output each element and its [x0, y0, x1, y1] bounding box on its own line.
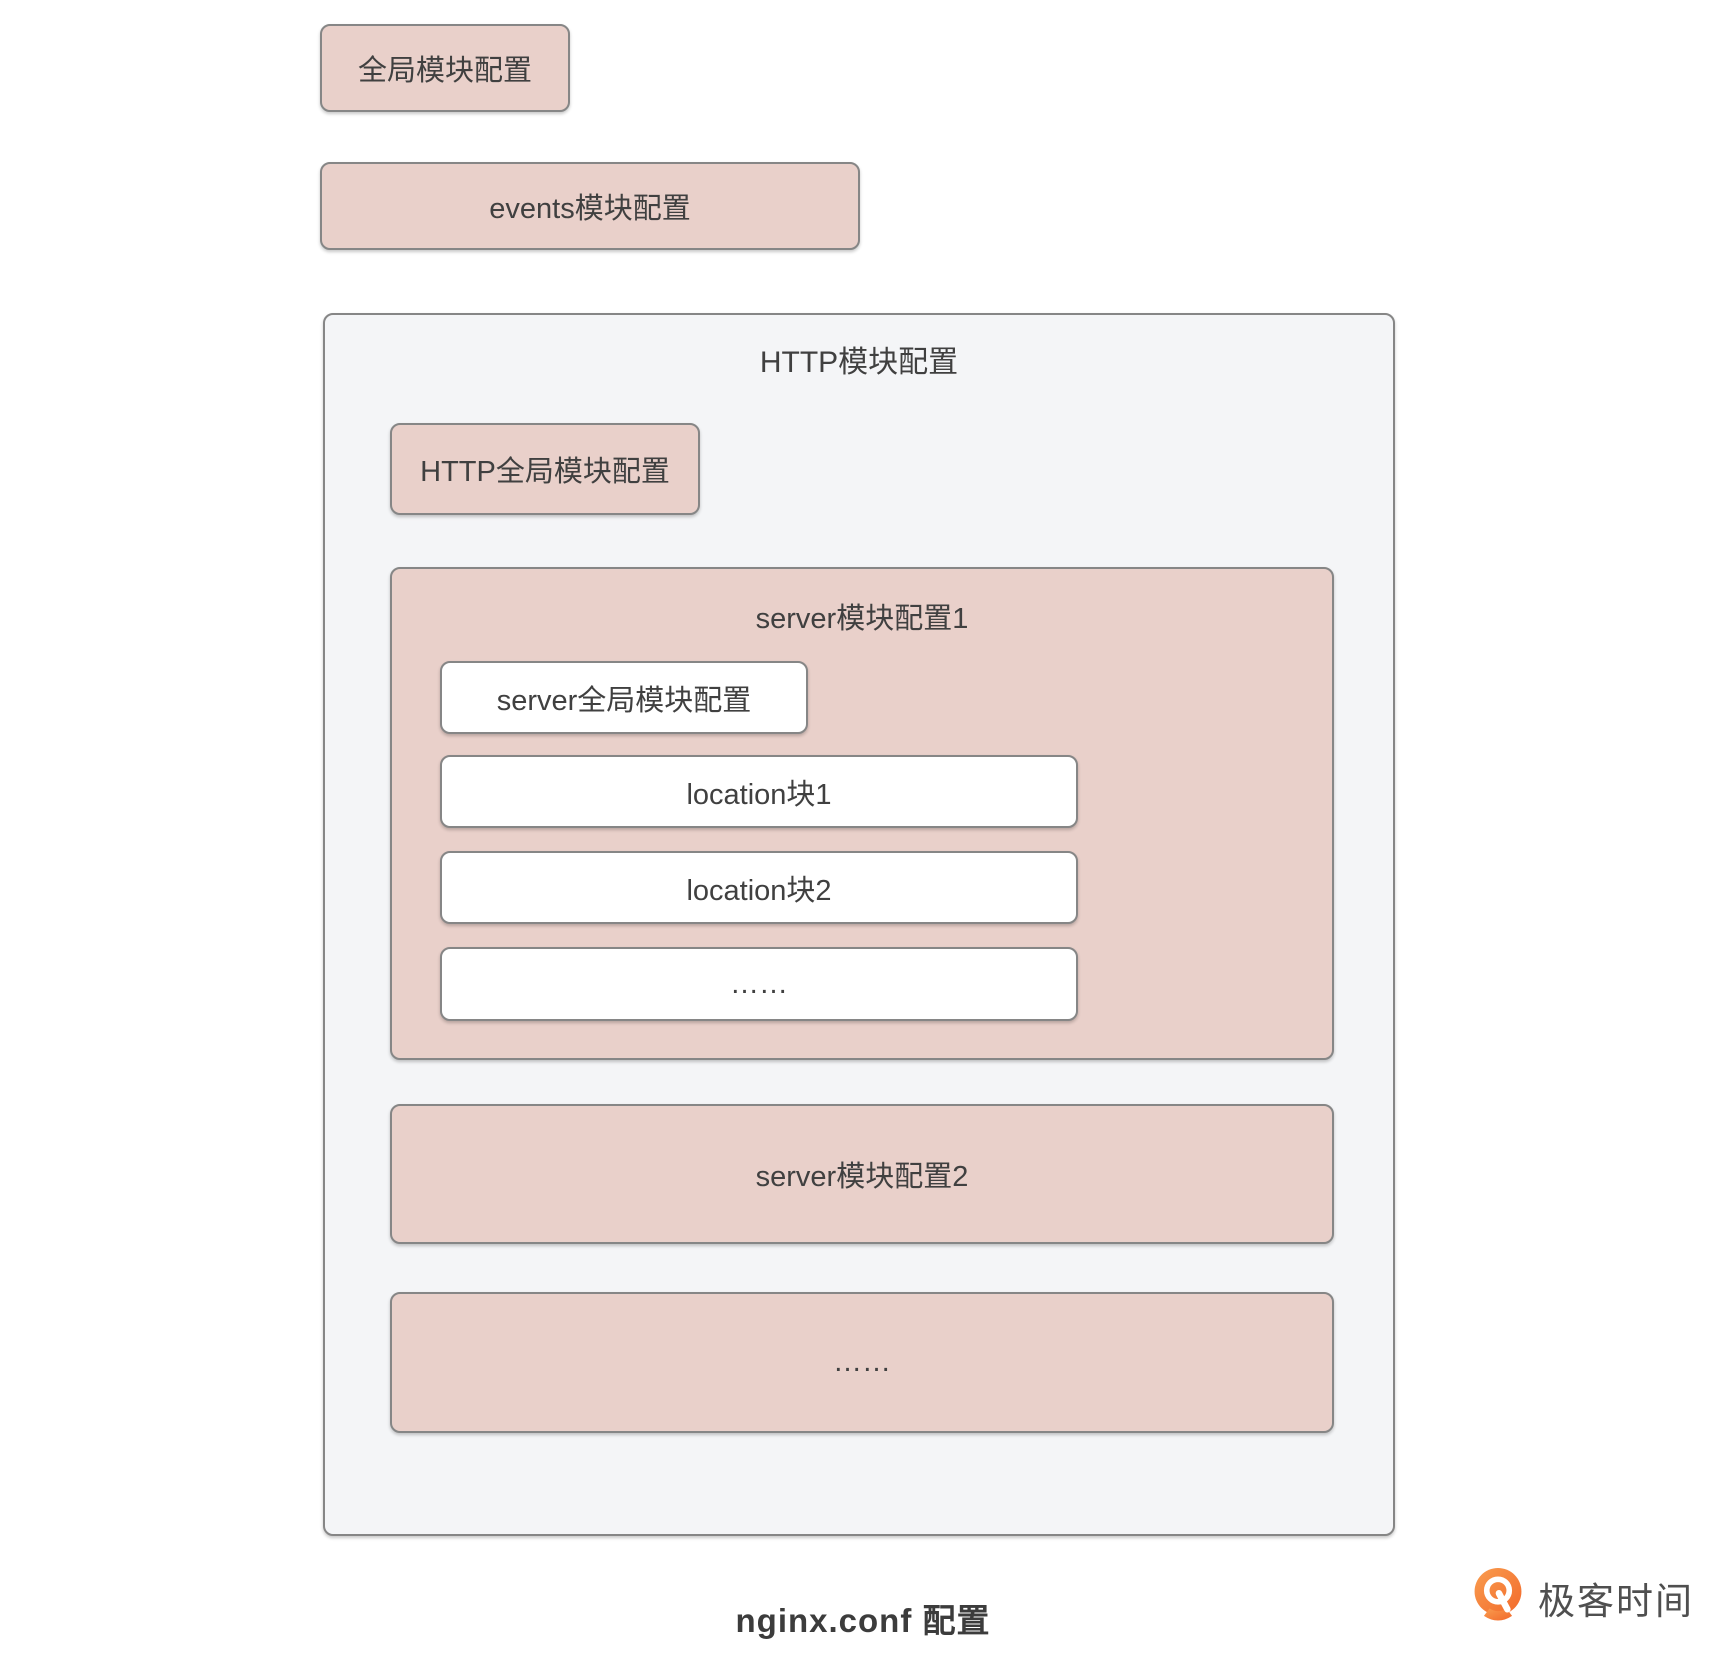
diagram-caption: nginx.conf 配置 — [735, 1602, 991, 1639]
global-config-box: 全局模块配置 — [320, 24, 570, 112]
events-config-box: events模块配置 — [320, 162, 860, 250]
http-config-container: HTTP模块配置 HTTP全局模块配置 server模块配置1 server全局… — [323, 313, 1395, 1536]
geektime-logo: 极客时间 — [1468, 1566, 1694, 1630]
location-block-1: location块1 — [440, 755, 1078, 828]
geektime-logo-icon — [1474, 1568, 1522, 1621]
servers-ellipsis-box: …… — [390, 1292, 1334, 1433]
http-global-config-box: HTTP全局模块配置 — [390, 423, 700, 515]
server2-config-box: server模块配置2 — [390, 1104, 1334, 1244]
geektime-logo-text: 极客时间 — [1538, 1581, 1694, 1622]
server-global-config-box: server全局模块配置 — [440, 661, 808, 734]
location-block-2: location块2 — [440, 851, 1078, 924]
server1-title: server模块配置1 — [755, 603, 969, 635]
server1-container: server模块配置1 server全局模块配置 location块1 loca… — [390, 567, 1334, 1060]
http-config-title: HTTP模块配置 — [759, 346, 959, 379]
location-ellipsis-box: …… — [440, 947, 1078, 1021]
